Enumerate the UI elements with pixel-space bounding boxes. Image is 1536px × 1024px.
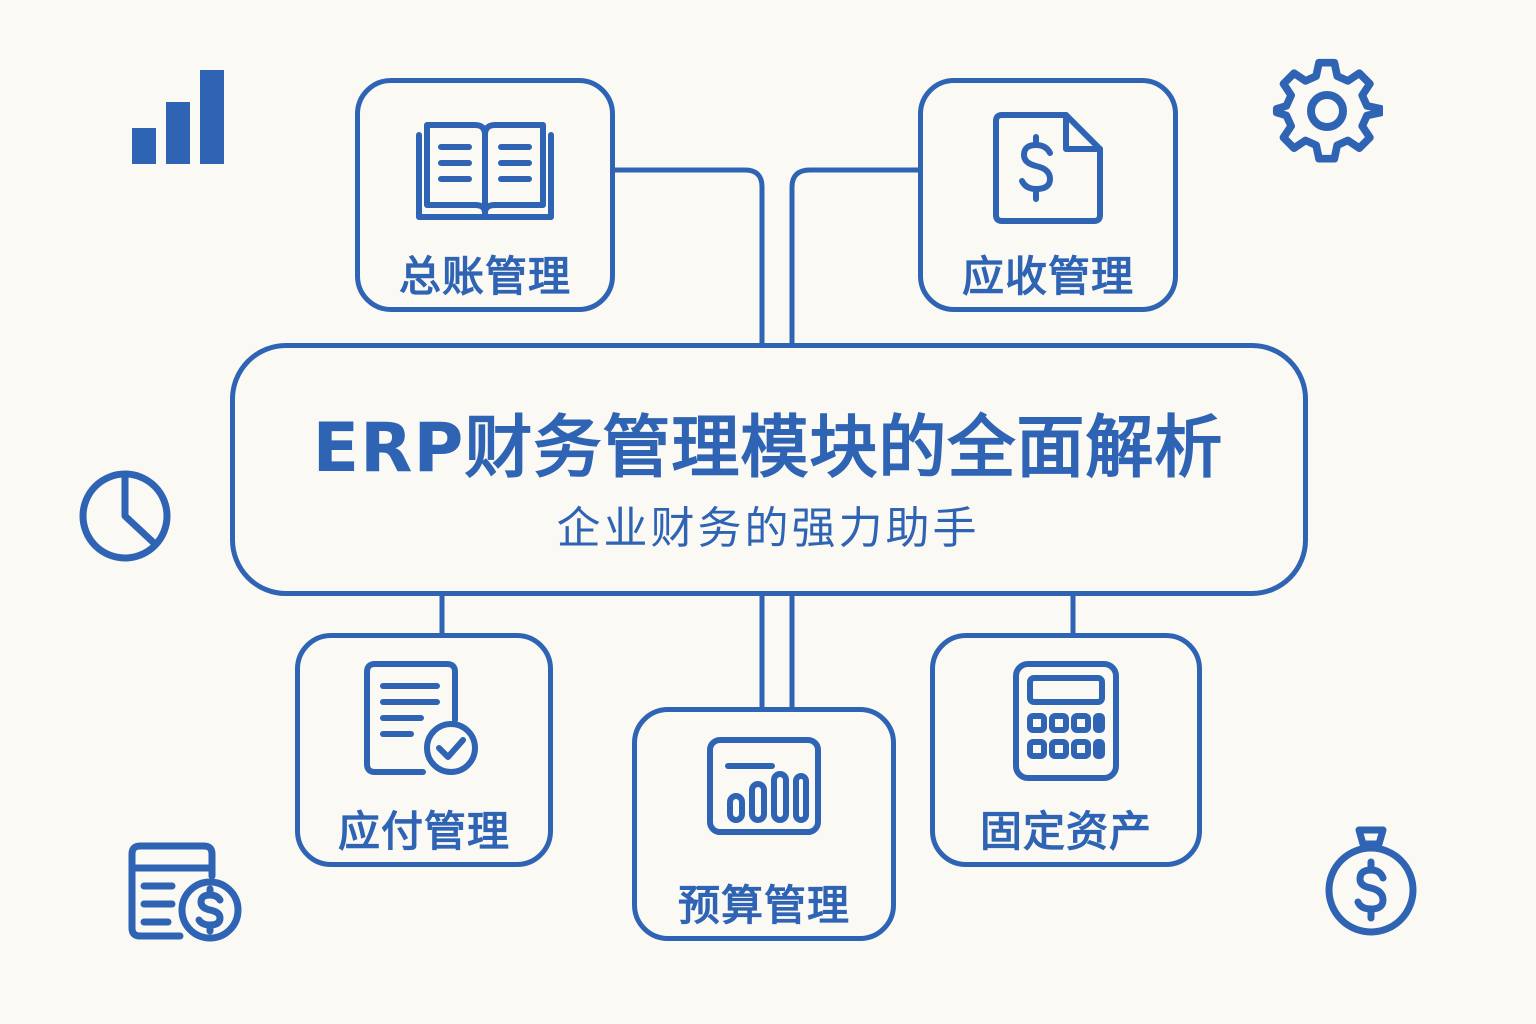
module-label: 固定资产 — [979, 807, 1152, 856]
main-title: ERP财务管理模块的全面解析 — [312, 409, 1224, 488]
money-bag-icon — [1325, 826, 1417, 936]
connector-receivables — [789, 167, 918, 345]
bar-chart-icon — [132, 70, 224, 164]
module-label: 应收管理 — [961, 252, 1134, 301]
ledger-coin-icon — [128, 842, 242, 942]
module-label: 预算管理 — [677, 881, 850, 930]
open-book-icon — [416, 122, 554, 220]
module-receivables: 应收管理 — [918, 78, 1178, 312]
module-label: 总账管理 — [398, 252, 571, 301]
module-fixed-assets: 固定资产 — [930, 633, 1202, 867]
connector-general-ledger — [612, 167, 765, 345]
bar-chart-icon — [707, 737, 821, 835]
gear-icon — [1272, 58, 1383, 163]
subtitle: 企业财务的强力助手 — [556, 503, 980, 554]
center-title-box — [230, 343, 1308, 596]
module-payables: 应付管理 — [295, 633, 553, 867]
calculator-icon — [1013, 661, 1119, 781]
pie-chart-icon — [79, 470, 171, 562]
module-label: 应付管理 — [337, 807, 510, 856]
module-general-ledger: 总账管理 — [355, 78, 615, 312]
module-budget: 预算管理 — [632, 707, 896, 941]
dollar-document-icon — [993, 112, 1103, 224]
checked-document-icon — [364, 661, 478, 775]
